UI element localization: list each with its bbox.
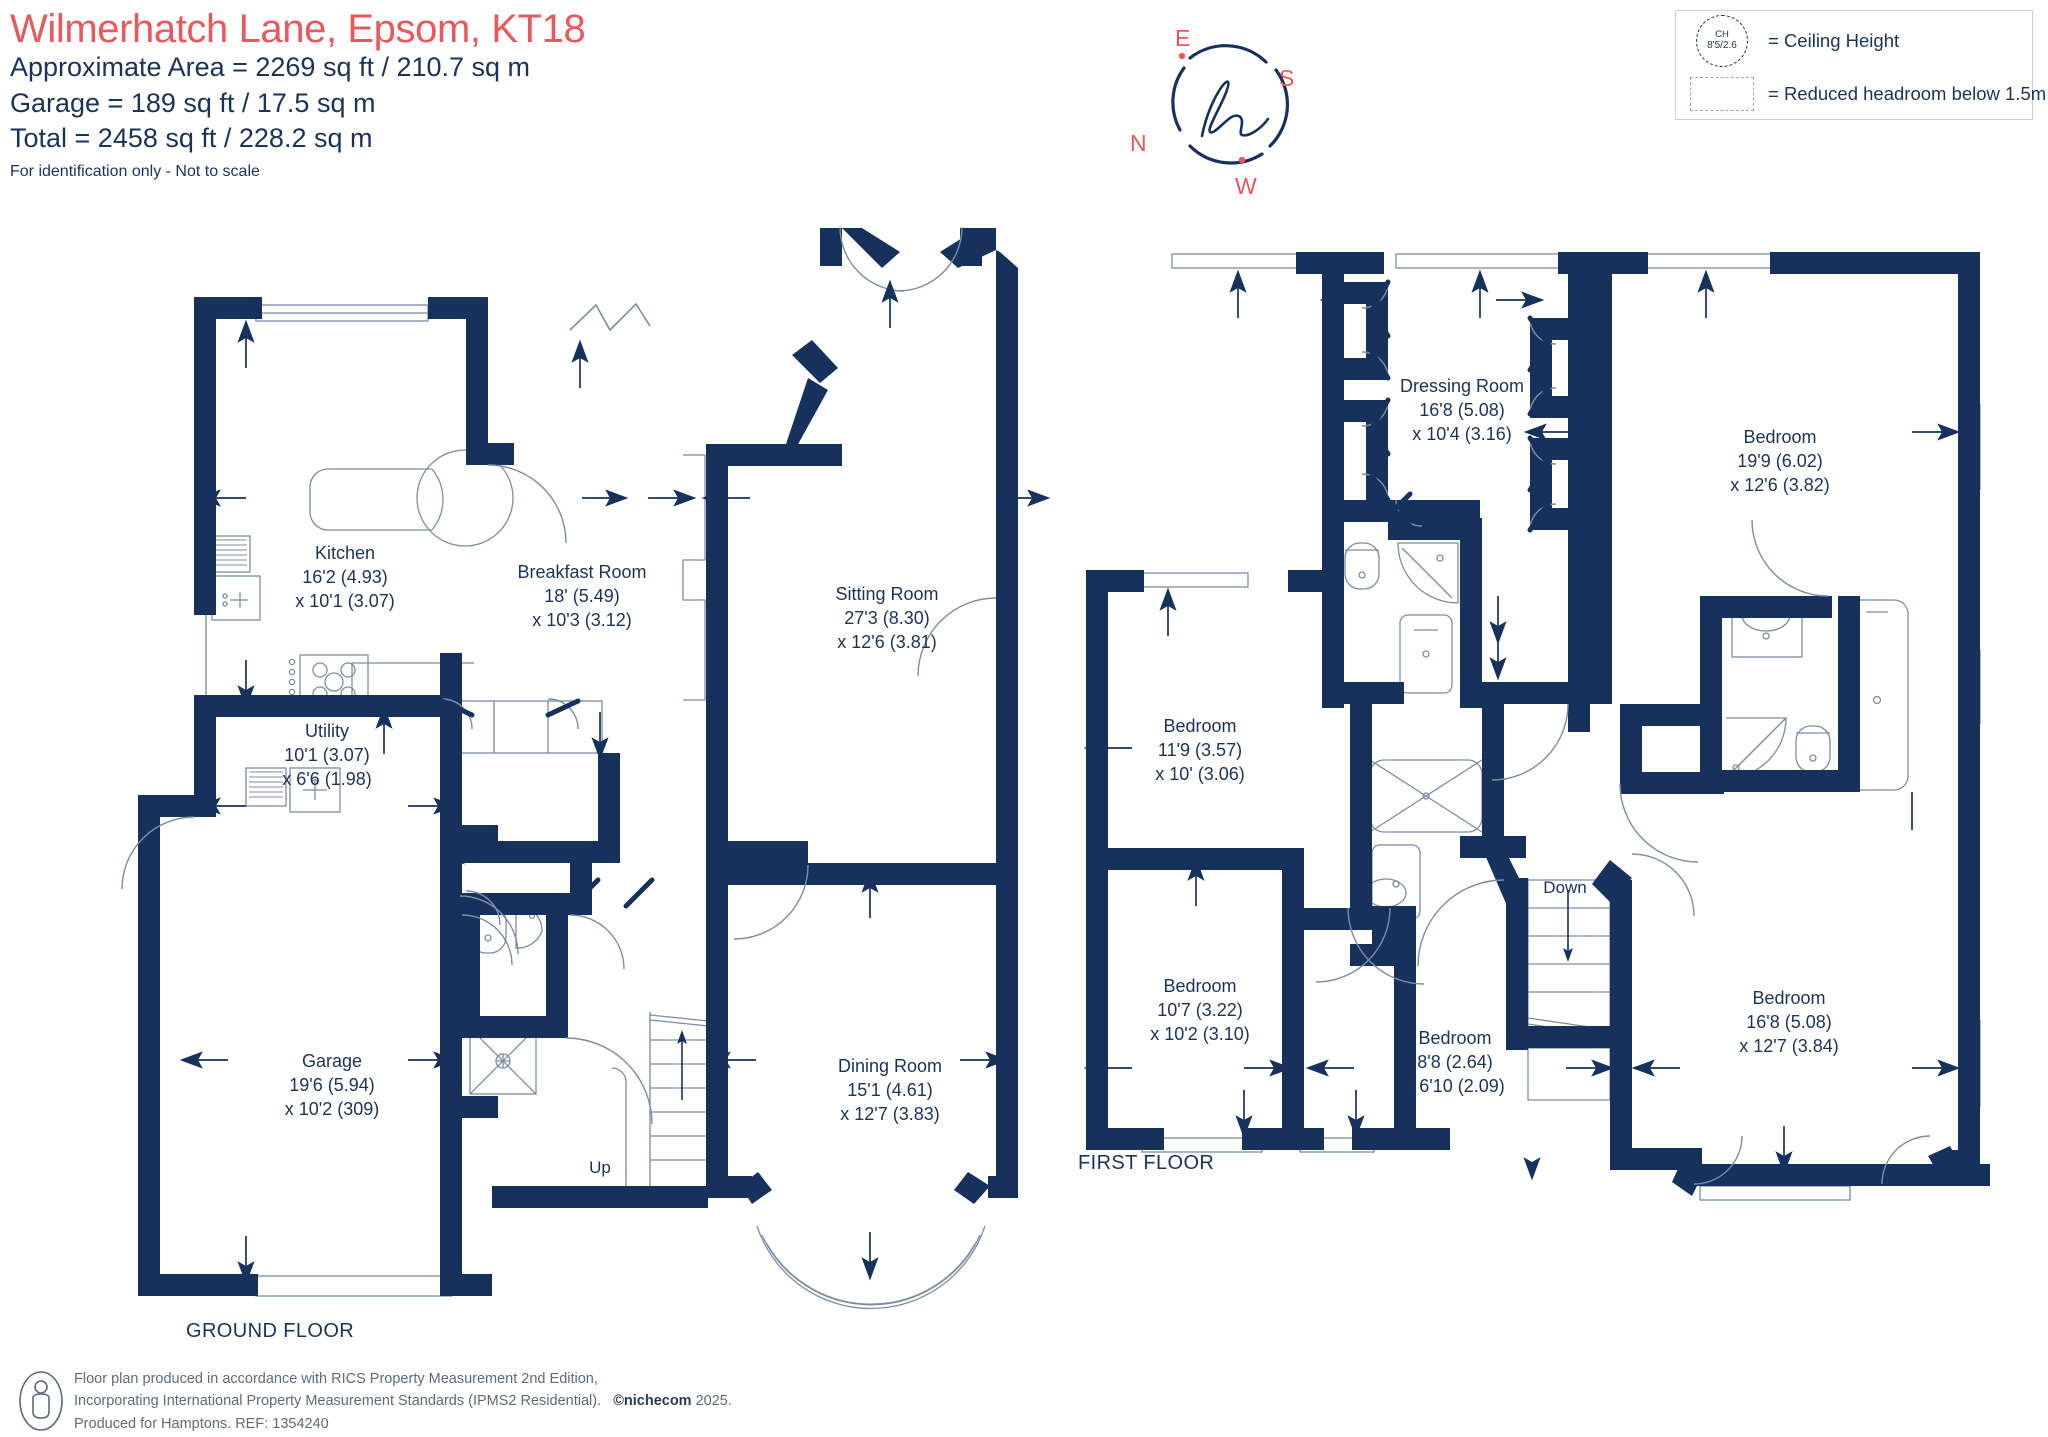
- footer-line-2: Incorporating International Property Mea…: [74, 1390, 732, 1412]
- room-label-bedroom-2: Bedroom 11'9 (3.57) x 10' (3.06): [1155, 715, 1245, 785]
- dim-arrow: [701, 489, 750, 507]
- footer-line-2-standards: Incorporating International Property Mea…: [74, 1393, 602, 1410]
- room-label-bedroom-3: Bedroom 10'7 (3.22) x 10'2 (3.10): [1150, 975, 1250, 1045]
- dim-arrow: [1002, 489, 1051, 507]
- stairs-up-label: Up: [589, 1158, 611, 1177]
- dim-arrow: [1489, 632, 1507, 681]
- dim-arrow: [1566, 1059, 1615, 1077]
- dim-arrow: [237, 1236, 255, 1285]
- dim-arrow: [1523, 423, 1572, 441]
- room-label-garage: Garage 19'6 (5.94) x 10'2 (309): [284, 1050, 380, 1120]
- room-label-bedroom-1: Bedroom 19'9 (6.02) x 12'6 (3.82): [1730, 426, 1830, 496]
- compass-label-n: N: [1130, 130, 1147, 156]
- compass-rose: E S N W: [1118, 14, 1338, 214]
- dim-arrow: [1912, 423, 1961, 441]
- total-area-line: Total = 2458 sq ft / 228.2 sq m: [10, 123, 373, 154]
- ceiling-height-legend-text: = Ceiling Height: [1768, 29, 1900, 51]
- dim-arrow: [197, 797, 246, 815]
- legend-box: CH 8'5/2.6 = Ceiling Height = Reduced he…: [1675, 10, 2046, 121]
- room-label-utility: Utility 10'1 (3.07) x 6'6 (1.98): [282, 720, 372, 790]
- dim-arrow: [861, 869, 879, 918]
- garage-area-line: Garage = 189 sq ft / 17.5 sq m: [10, 87, 376, 118]
- dim-arrow: [1912, 1059, 1961, 1077]
- room-label-dining-room: Dining Room 15'1 (4.61) x 12'7 (3.83): [837, 1055, 943, 1125]
- dim-arrow: [707, 1051, 756, 1069]
- dim-arrow: [375, 705, 393, 754]
- dim-arrow: [441, 847, 490, 865]
- legend-row-ceiling-height: CH 8'5/2.6 = Ceiling Height: [1676, 13, 2032, 68]
- dim-arrow: [408, 797, 457, 815]
- ground-floor-plan: [121, 226, 1051, 1310]
- ch-abbrev: CH: [1715, 28, 1729, 40]
- dim-arrow: [1305, 1059, 1354, 1077]
- header-block: Wilmerhatch Lane, Epsom, KT18 Approximat…: [10, 7, 586, 181]
- footer-line-3: Produced for Hamptons. REF: 1354240: [74, 1415, 329, 1432]
- dim-arrow: [1775, 1126, 1793, 1175]
- dim-arrow: [197, 489, 246, 507]
- footer: Floor plan produced in accordance with R…: [18, 1368, 732, 1437]
- compass-label-e: E: [1175, 25, 1190, 51]
- dim-arrow: [1347, 1090, 1365, 1139]
- compass-label-w: W: [1235, 173, 1257, 199]
- page-title: Wilmerhatch Lane, Epsom, KT18: [10, 7, 586, 51]
- room-label-breakfast-room: Breakfast Room 18' (5.49) x 10'3 (3.12): [517, 561, 647, 631]
- dim-arrow: [1235, 1090, 1253, 1139]
- stairs-down-label: Down: [1543, 878, 1587, 897]
- dim-arrow: [1244, 1059, 1293, 1077]
- footer-text: Floor plan produced in accordance with R…: [74, 1368, 732, 1435]
- first-floor-plan: [1083, 252, 1990, 1201]
- compass-label-s: S: [1279, 65, 1294, 91]
- dim-arrow: [1187, 857, 1205, 906]
- dim-arrow: [861, 1232, 879, 1281]
- dim-arrow: [1083, 739, 1132, 757]
- disclaimer-text: For identification only - Not to scale: [10, 162, 260, 180]
- dim-arrow: [1159, 587, 1177, 636]
- room-label-sitting-room: Sitting Room 27'3 (8.30) x 12'6 (3.81): [835, 583, 939, 653]
- room-label-bedroom-5: Bedroom 16'8 (5.08) x 12'7 (3.84): [1739, 987, 1839, 1057]
- room-label-bedroom-4: Bedroom 8'8 (2.64) x 6'10 (2.09): [1405, 1027, 1505, 1097]
- dim-arrow: [1496, 291, 1545, 309]
- dim-arrow: [1697, 269, 1715, 318]
- room-label-kitchen: Kitchen 16'2 (4.93) x 10'1 (3.07): [295, 542, 395, 612]
- dim-arrow: [408, 1051, 457, 1069]
- footer-year: 2025.: [695, 1393, 732, 1410]
- reduced-headroom-legend-text: = Reduced headroom below 1.5m: [1768, 82, 2047, 104]
- legend-row-reduced-headroom: = Reduced headroom below 1.5m: [1676, 66, 2046, 121]
- dim-arrow: [1083, 1059, 1132, 1077]
- dim-arrow: [179, 1051, 228, 1069]
- dim-arrow: [960, 1051, 1009, 1069]
- dim-arrow: [648, 489, 697, 507]
- first-floor-caption: FIRST FLOOR: [1078, 1152, 1215, 1174]
- nichecom-brand: ©nichecom: [613, 1393, 692, 1410]
- dim-arrow: [1229, 269, 1247, 318]
- dim-arrow: [571, 339, 589, 388]
- ch-value: 8'5/2.6: [1707, 40, 1737, 52]
- dim-arrow: [237, 660, 255, 709]
- footer-line-1: Floor plan produced in accordance with R…: [74, 1371, 598, 1387]
- dim-arrow: [591, 712, 609, 761]
- room-label-dressing-room: Dressing Room 16'8 (5.08) x 10'4 (3.16): [1399, 375, 1525, 445]
- dim-arrow: [1631, 1059, 1680, 1077]
- dim-arrow: [881, 279, 899, 328]
- ground-floor-caption: GROUND FLOOR: [186, 1320, 355, 1342]
- dim-arrow: [1523, 792, 1913, 1181]
- reduced-headroom-symbol: [1676, 76, 1768, 111]
- dim-arrow: [237, 319, 255, 368]
- approximate-area-line: Approximate Area = 2269 sq ft / 210.7 sq…: [10, 52, 531, 82]
- dim-arrow: [1319, 291, 1368, 309]
- ceiling-height-symbol: CH 8'5/2.6: [1676, 14, 1768, 67]
- dim-arrow: [1471, 269, 1489, 318]
- dim-arrow: [582, 489, 629, 507]
